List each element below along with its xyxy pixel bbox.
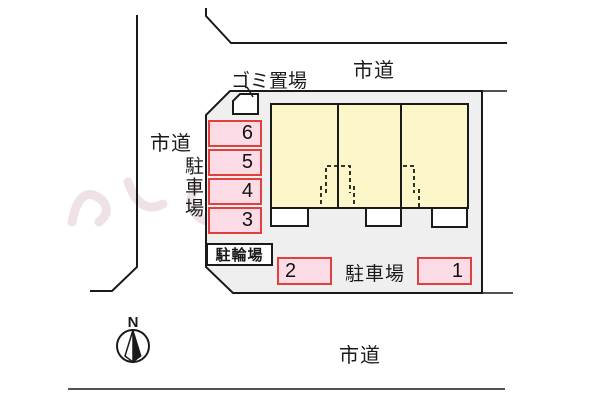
stall-number: 2	[285, 259, 297, 282]
porch-unit-3	[431, 207, 468, 228]
stall-number: 6	[241, 122, 253, 144]
garbage-leader-line	[246, 86, 254, 98]
compass: N	[116, 314, 150, 364]
compass-north-label: N	[128, 314, 139, 331]
bicycle-parking-label: 駐輪場	[215, 247, 264, 264]
road-label-bottom: 市道	[339, 345, 381, 367]
parking-stall-1: 1	[417, 257, 472, 285]
stall-number: 3	[241, 209, 253, 231]
porch-unit-2	[365, 207, 402, 227]
compass-needle-east	[132, 329, 142, 363]
parking-stall-6: 6	[208, 120, 262, 147]
bicycle-parking-box: 駐輪場	[206, 243, 273, 266]
parking-stall-3: 3	[208, 207, 262, 234]
building-outline	[270, 103, 469, 209]
parking-stall-2: 2	[277, 257, 332, 285]
road-top-far-edge	[205, 8, 507, 44]
stall-number: 1	[451, 259, 463, 282]
garbage-area-label: ゴミ置場	[231, 71, 308, 92]
garbage-box	[232, 93, 259, 115]
parking-stall-4: 4	[208, 178, 262, 205]
road-left-far-edge	[90, 15, 138, 292]
entrance-path-dashed-center	[320, 165, 355, 207]
entrance-path-dashed-right	[403, 165, 420, 207]
stall-number: 5	[241, 151, 253, 173]
road-label-left: 市道	[150, 133, 192, 155]
stall-number: 4	[241, 180, 253, 202]
parking-label-left-vertical: 駐車場	[182, 156, 203, 219]
porch-unit-1	[270, 207, 309, 227]
parking-label-bottom: 駐車場	[345, 264, 406, 285]
parking-stall-5: 5	[208, 149, 262, 176]
road-label-top: 市道	[353, 60, 395, 82]
